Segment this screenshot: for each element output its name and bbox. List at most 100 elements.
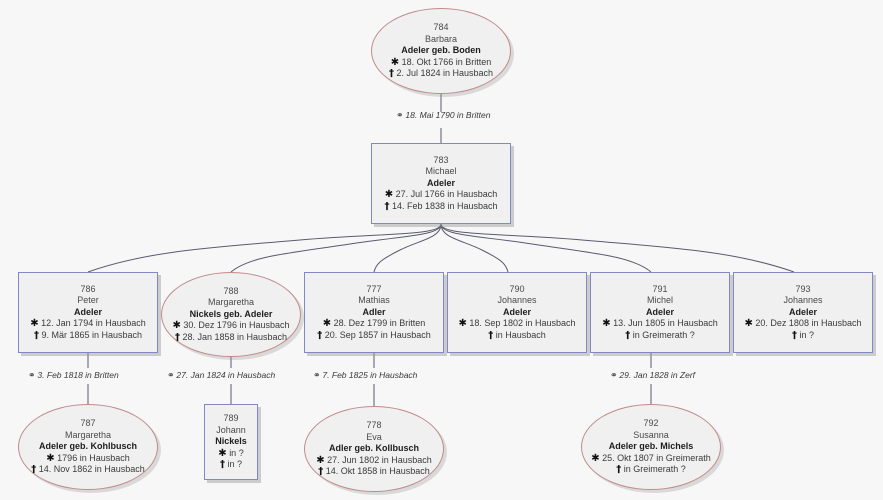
person-surname: Adeler: [73, 306, 102, 317]
person-death: † 14. Nov 1862 in Hausbach: [31, 464, 145, 476]
person-id: 784: [433, 22, 449, 33]
person-node-786[interactable]: 786 Peter Adeler ✱ 12. Jan 1794 in Hausb…: [18, 272, 158, 353]
death-icon: †: [219, 459, 225, 471]
birth-icon: ✱: [316, 454, 325, 466]
death-icon: †: [318, 466, 324, 478]
death-icon: †: [388, 68, 394, 80]
death-icon: †: [488, 329, 494, 341]
person-id: 789: [223, 413, 239, 424]
person-surname: Nickels: [215, 436, 247, 447]
person-birth: ✱ 13. Jun 1805 in Hausbach: [602, 318, 718, 330]
person-death: † in ?: [791, 329, 814, 341]
death-icon: †: [317, 329, 323, 341]
person-birth: ✱ 12. Jan 1794 in Hausbach: [30, 318, 146, 330]
marriage-icon: ⚭: [396, 111, 404, 121]
person-id: 783: [433, 154, 449, 165]
person-birth: ✱ 30. Dez 1796 in Hausbach: [172, 320, 290, 332]
person-death: † 2. Jul 1824 in Hausbach: [388, 68, 494, 80]
birth-icon: ✱: [218, 447, 227, 459]
person-birth: ✱ 20. Dez 1808 in Hausbach: [744, 318, 862, 330]
person-birth: ✱ in ?: [218, 447, 244, 459]
person-given: Johann: [216, 424, 246, 435]
birth-icon: ✱: [458, 318, 467, 330]
person-birth: ✱ 18. Sep 1802 in Hausbach: [458, 318, 576, 330]
person-node-790[interactable]: 790 Johannes Adeler ✱ 18. Sep 1802 in Ha…: [447, 272, 587, 353]
death-icon: †: [616, 464, 622, 476]
person-given: Mathias: [358, 295, 390, 306]
person-surname: Adler: [362, 306, 386, 317]
birth-icon: ✱: [744, 318, 753, 330]
marriage-icon: ⚭: [313, 371, 321, 381]
person-given: Johannes: [783, 295, 823, 306]
person-death: † in Hausbach: [488, 329, 546, 341]
person-id: 793: [795, 283, 811, 294]
birth-icon: ✱: [30, 318, 39, 330]
person-death: † in Greimerath ?: [616, 464, 686, 476]
person-given: Barbara: [424, 33, 458, 44]
birth-icon: ✱: [46, 452, 55, 464]
person-node-792[interactable]: 792 Susanna Adeler geb. Michels ✱ 25. Ok…: [581, 404, 721, 490]
person-surname: Adeler geb. Boden: [401, 45, 481, 56]
person-death: † 28. Jan 1858 in Hausbach: [174, 331, 288, 343]
person-given: Peter: [77, 295, 99, 306]
person-birth: ✱ 25. Okt 1807 in Greimerath: [591, 452, 711, 464]
marriage-label-786-787: ⚭ 3. Feb 1818 in Britten: [28, 370, 119, 381]
person-node-787[interactable]: 787 Margaretha Adeler geb. Kohlbusch ✱ 1…: [18, 404, 158, 490]
person-given: Eva: [366, 431, 382, 442]
marriage-label-791-792: ⚭ 29. Jan 1828 in Zerf: [610, 370, 696, 381]
marriage-icon: ⚭: [167, 371, 175, 381]
person-node-789[interactable]: 789 Johann Nickels ✱ in ? † in ?: [204, 404, 258, 480]
birth-icon: ✱: [172, 320, 181, 332]
person-given: Michel: [646, 295, 673, 306]
person-surname: Adeler: [502, 306, 531, 317]
death-icon: †: [33, 329, 39, 341]
person-given: Susanna: [633, 429, 669, 440]
person-id: 786: [80, 283, 96, 294]
person-id: 790: [509, 283, 525, 294]
person-surname: Nickels geb. Adeler: [189, 308, 273, 319]
person-id: 791: [652, 283, 668, 294]
person-id: 787: [80, 418, 96, 429]
death-icon: †: [31, 464, 37, 476]
person-given: Margaretha: [64, 429, 112, 440]
birth-icon: ✱: [591, 452, 600, 464]
person-surname: Adeler: [426, 177, 455, 188]
person-surname: Adeler geb. Michels: [608, 441, 694, 452]
death-icon: †: [384, 200, 390, 212]
person-node-777[interactable]: 777 Mathias Adler ✱ 28. Dez 1799 in Brit…: [304, 272, 444, 353]
death-icon: †: [174, 331, 180, 343]
person-death: † in Greimerath ?: [625, 329, 695, 341]
person-birth: ✱ 1796 in Hausbach: [46, 452, 130, 464]
person-node-783[interactable]: 783 Michael Adeler ✱ 27. Jul 1766 in Hau…: [371, 143, 511, 224]
birth-icon: ✱: [602, 318, 611, 330]
marriage-icon: ⚭: [28, 371, 36, 381]
person-id: 788: [223, 285, 239, 296]
person-death: † 20. Sep 1857 in Hausbach: [317, 329, 431, 341]
marriage-label-784-783: ⚭ 18. Mai 1790 in Britten: [396, 110, 491, 121]
person-birth: ✱ 18. Okt 1766 in Britten: [390, 56, 492, 68]
person-node-778[interactable]: 778 Eva Adler geb. Kollbusch ✱ 27. Jun 1…: [304, 406, 444, 492]
person-birth: ✱ 27. Jul 1766 in Hausbach: [384, 189, 498, 201]
person-death: † 9. Mär 1865 in Hausbach: [33, 329, 143, 341]
person-node-788[interactable]: 788 Margaretha Nickels geb. Adeler ✱ 30.…: [161, 272, 301, 357]
marriage-icon: ⚭: [610, 371, 618, 381]
person-id: 778: [366, 420, 382, 431]
birth-icon: ✱: [390, 56, 400, 68]
death-icon: †: [791, 329, 797, 341]
person-death: † in ?: [219, 459, 243, 471]
person-birth: ✱ 28. Dez 1799 in Britten: [322, 318, 426, 330]
person-surname: Adeler: [788, 306, 817, 317]
person-node-791[interactable]: 791 Michel Adeler ✱ 13. Jun 1805 in Haus…: [590, 272, 730, 353]
person-node-784[interactable]: 784 Barbara Adeler geb. Boden ✱ 18. Okt …: [371, 8, 511, 94]
person-death: † 14. Feb 1838 in Hausbach: [384, 200, 498, 212]
person-given: Michael: [425, 166, 457, 177]
person-node-793[interactable]: 793 Johannes Adeler ✱ 20. Dez 1808 in Ha…: [733, 272, 873, 353]
birth-icon: ✱: [322, 318, 332, 330]
person-death: † 14. Okt 1858 in Hausbach: [318, 466, 430, 478]
person-surname: Adeler: [645, 306, 674, 317]
marriage-label-788-789: ⚭ 27. Jan 1824 in Hausbach: [167, 370, 276, 381]
person-surname: Adler geb. Kollbusch: [328, 443, 419, 454]
birth-icon: ✱: [384, 189, 394, 201]
person-birth: ✱ 27. Jun 1802 in Hausbach: [316, 454, 432, 466]
